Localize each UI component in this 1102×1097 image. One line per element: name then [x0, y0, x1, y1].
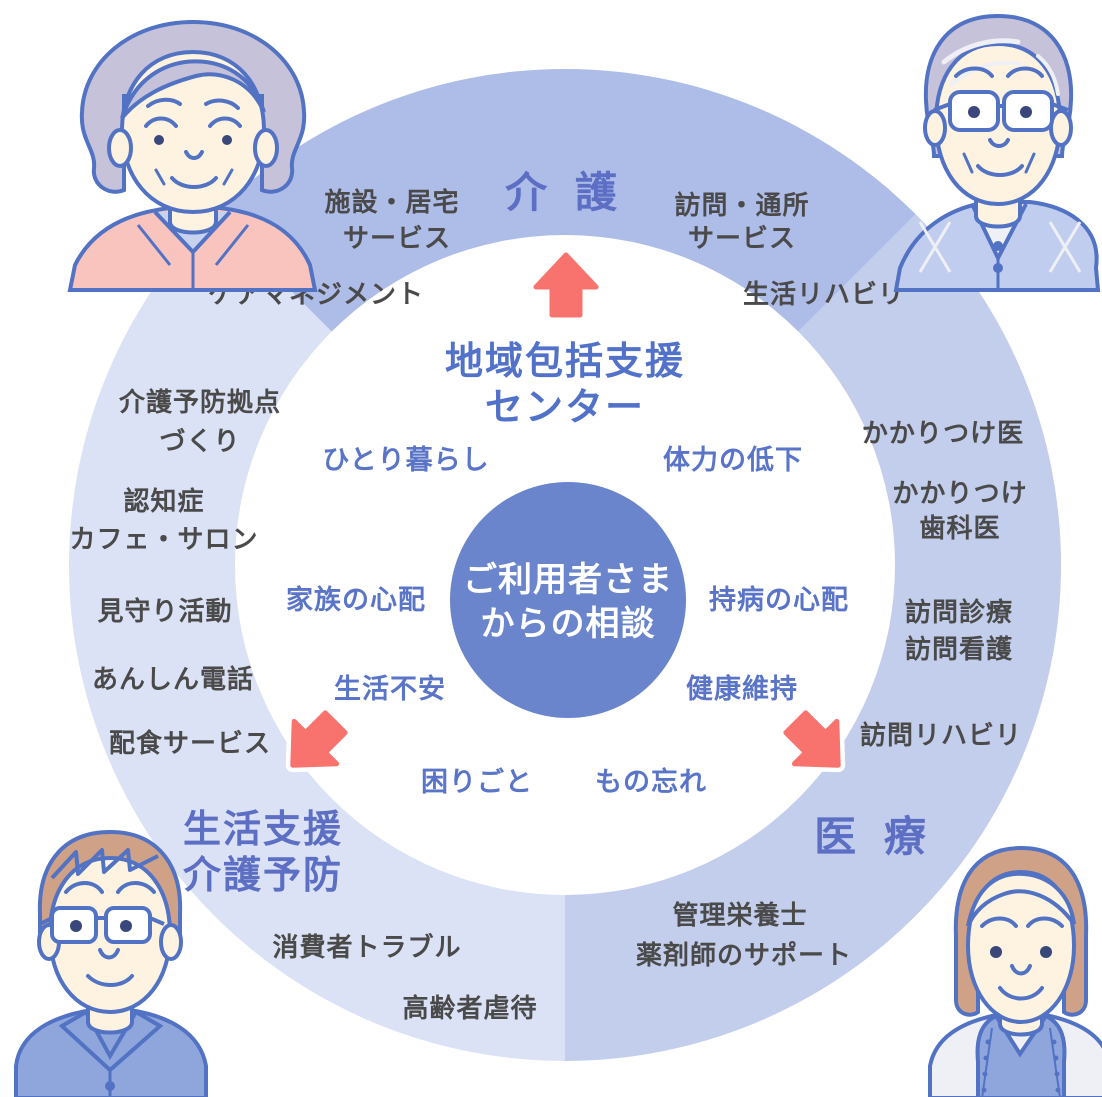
inner-label: もの忘れ: [595, 766, 707, 797]
outer-label: 訪問リハビリ: [860, 720, 1022, 750]
center-title-line2: センター: [485, 387, 645, 429]
outer-labels-seikatsu: 介護予防拠点 づくり 認知症 カフェ・サロン 見守り活動 あんしん電話 配食サー…: [69, 387, 537, 1023]
inner-label: 家族の心配: [286, 584, 426, 615]
person-man-glasses: [14, 829, 208, 1097]
outer-label: 訪問診療: [905, 597, 1013, 627]
outer-label: 配食サービス: [109, 728, 271, 758]
sector-title-kaigo: 介 護: [505, 169, 625, 216]
outer-label: づくり: [159, 426, 240, 456]
outer-label: 施設・居宅: [324, 187, 459, 217]
outer-label: 生活リハビリ: [743, 279, 905, 309]
outer-label: あんしん電話: [92, 664, 254, 694]
inner-label: 健康維持: [686, 673, 798, 704]
core-text-line2: からの相談: [481, 605, 656, 643]
outer-label: 認知症: [123, 486, 204, 516]
inner-concern-labels: ひとり暮らし 体力の低下 家族の心配 持病の心配 生活不安 健康維持 困りごと …: [286, 445, 849, 797]
outer-label: サービス: [688, 223, 796, 253]
outer-label: 薬剤師のサポート: [636, 940, 852, 970]
sector-title-seikatsu-line2: 介護予防: [183, 855, 343, 897]
outer-label: 高齢者虐待: [402, 993, 537, 1023]
inner-label: ひとり暮らし: [322, 445, 489, 475]
outer-label: 訪問・通所: [674, 190, 809, 220]
outer-label: 管理栄養士: [672, 900, 807, 930]
person-elderly-woman: [67, 19, 318, 292]
outer-label: 訪問看護: [905, 634, 1013, 664]
core-text-line1: ご利用者さま: [463, 561, 673, 599]
sector-title-seikatsu-line1: 生活支援: [183, 809, 343, 851]
outer-label: カフェ・サロン: [69, 524, 258, 554]
outer-labels-iryo: かかりつけ医 かかりつけ 歯科医 訪問診療 訪問看護 訪問リハビリ 管理栄養士 …: [636, 418, 1027, 970]
outer-label: 歯科医: [919, 513, 1000, 543]
outer-label: かかりつけ医: [862, 418, 1024, 448]
inner-label: 生活不安: [334, 674, 446, 704]
outer-label: 消費者トラブル: [272, 932, 461, 962]
inner-label: 体力の低下: [663, 445, 803, 475]
outer-label: 介護予防拠点: [118, 387, 281, 417]
center-title-line1: 地域包括支援: [445, 341, 685, 383]
inner-label: 持病の心配: [709, 585, 849, 615]
core-circle: [450, 482, 686, 718]
outer-label: かかりつけ: [892, 478, 1027, 508]
sector-title-iryo: 医 療: [814, 813, 934, 860]
outer-label: サービス: [343, 223, 451, 253]
person-woman-caregiver: [928, 845, 1102, 1097]
outer-label: 見守り活動: [97, 596, 232, 626]
inner-label: 困りごと: [421, 766, 533, 797]
person-elderly-man: [893, 13, 1101, 292]
